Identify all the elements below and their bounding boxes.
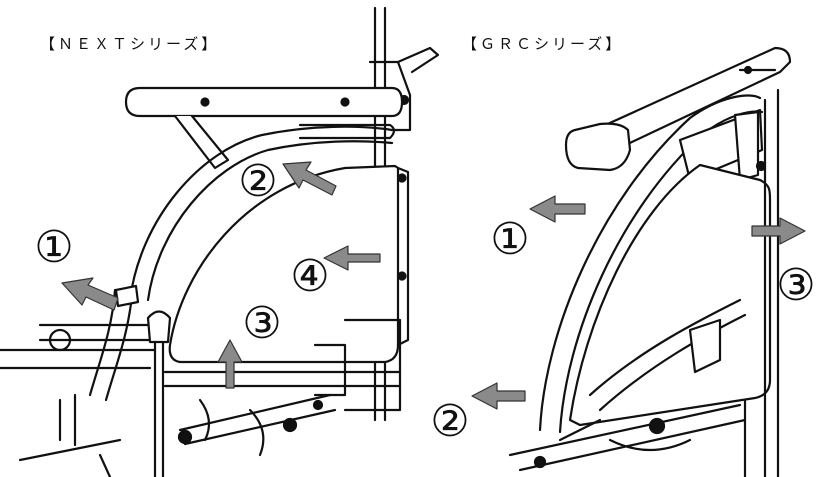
grc-step-2: ② bbox=[430, 396, 470, 447]
grc-arrow-1 bbox=[529, 195, 586, 223]
next-arrow-2 bbox=[282, 161, 337, 196]
next-step-3: ③ bbox=[242, 298, 282, 349]
grc-arrow-2 bbox=[471, 382, 526, 410]
grc-series-label: 【ＧＲＣシリーズ】 bbox=[462, 35, 624, 53]
next-step-4: ④ bbox=[290, 251, 330, 302]
next-arrow-4 bbox=[323, 245, 381, 271]
grc-wheelchair-drawing bbox=[508, 46, 792, 477]
grc-arrow-3 bbox=[751, 217, 806, 245]
grc-step-1: ① bbox=[490, 214, 530, 265]
next-arrow-3 bbox=[217, 339, 243, 389]
next-wheelchair-drawing bbox=[0, 6, 440, 477]
next-arrow-1 bbox=[61, 277, 119, 311]
next-series-label: 【ＮＥＸＴシリーズ】 bbox=[40, 35, 220, 53]
next-step-1: ① bbox=[34, 222, 74, 273]
grc-step-3: ③ bbox=[776, 260, 816, 311]
next-step-2: ② bbox=[238, 156, 278, 207]
